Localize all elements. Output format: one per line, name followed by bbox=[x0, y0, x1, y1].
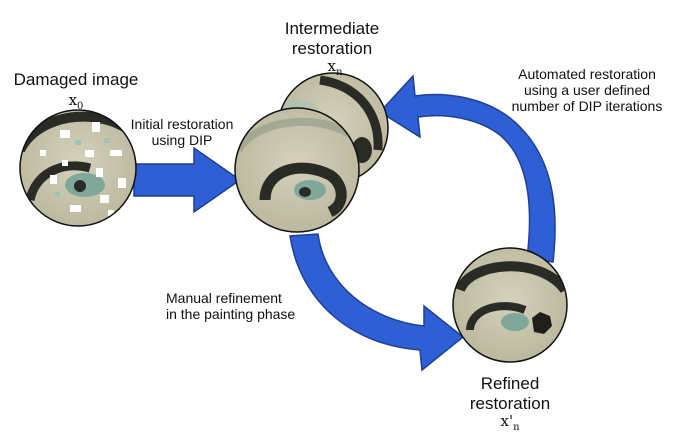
refined-title-line2: restoration bbox=[469, 393, 551, 413]
refined-restoration-symbol: x'n bbox=[490, 412, 530, 434]
initial-restoration-tile bbox=[234, 107, 360, 233]
arrow-manual bbox=[289, 233, 465, 372]
refined-restoration-title: Refined restoration bbox=[440, 374, 580, 413]
refined-title-line1: Refined bbox=[480, 374, 540, 393]
damaged-image-title-text: Damaged image bbox=[13, 70, 139, 89]
intermediate-restoration-symbol: xn bbox=[315, 57, 355, 79]
refined-symbol-x: x bbox=[500, 412, 509, 430]
automated-restoration-label: Automated restoration using a user defin… bbox=[496, 66, 678, 114]
manual-refinement-label: Manual refinement in the painting phase bbox=[166, 290, 316, 322]
refined-symbol-prime: ' bbox=[508, 412, 514, 430]
initial-label-line2: using DIP bbox=[151, 132, 213, 149]
intermediate-restoration-title: Intermediate restoration bbox=[262, 19, 402, 58]
intermediate-title-line1: Intermediate bbox=[284, 19, 380, 38]
intermediate-symbol-x: x bbox=[327, 57, 336, 75]
intermediate-title-line2: restoration bbox=[291, 38, 373, 58]
automated-label-line2: using a user defined bbox=[523, 82, 651, 99]
damaged-image-symbol: x0 bbox=[56, 91, 96, 113]
automated-label-line1: Automated restoration bbox=[518, 66, 656, 82]
automated-label-line3: number of DIP iterations bbox=[511, 98, 663, 115]
damaged-image-symbol-sub: 0 bbox=[77, 101, 84, 112]
arrow-initial bbox=[133, 146, 242, 214]
refined-symbol-sub: n bbox=[513, 422, 520, 433]
damaged-image-tile bbox=[19, 109, 137, 227]
damaged-image-title: Damaged image bbox=[6, 70, 146, 90]
manual-label-line2: in the painting phase bbox=[166, 306, 296, 323]
damaged-image-symbol-x: x bbox=[68, 91, 78, 109]
initial-restoration-label: Initial restoration using DIP bbox=[120, 116, 244, 148]
refined-restoration-tile bbox=[452, 247, 568, 363]
manual-label-line1: Manual refinement bbox=[166, 290, 282, 306]
initial-label-line1: Initial restoration bbox=[130, 116, 234, 132]
arrow-automated bbox=[378, 74, 556, 263]
intermediate-symbol-sub: n bbox=[336, 67, 343, 78]
